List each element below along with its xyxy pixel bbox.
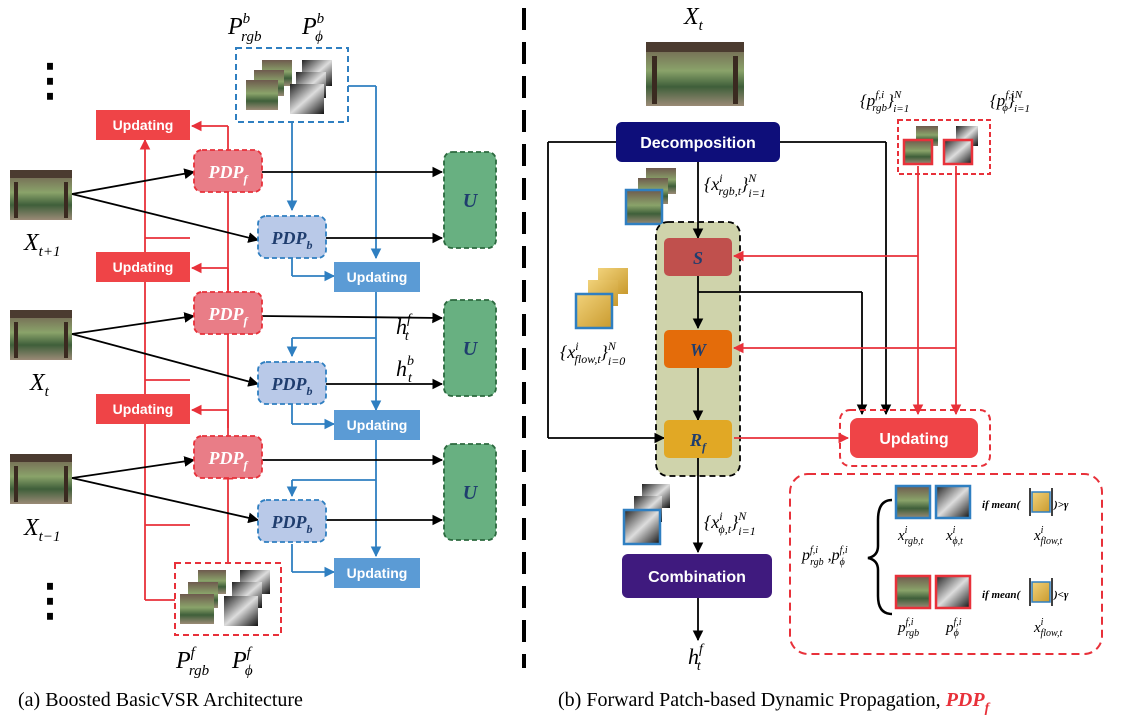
u-box-2: U (443, 299, 497, 397)
rf-block: Rf (664, 420, 732, 458)
updating-red-1: Updating (96, 110, 190, 140)
svg-text:S: S (693, 248, 703, 268)
updating-right-outline (839, 409, 991, 467)
pdpf-box-2: PDPf (193, 291, 263, 335)
patch-bottom-images (180, 570, 270, 626)
svg-text:Updating: Updating (879, 431, 948, 448)
pdpf-box-3: PDPf (193, 435, 263, 479)
svg-text:Decomposition: Decomposition (640, 135, 756, 152)
frame-label-t: Xt (29, 370, 50, 400)
updating-right-box: Updating (850, 418, 978, 458)
svg-text:W: W (690, 340, 708, 360)
svg-text:if mean(: if mean( (982, 499, 1022, 511)
svg-text:PDPb: PDPb (271, 512, 313, 536)
input-frame-label: Xt (683, 4, 704, 34)
pdpb-box-1: PDPb (257, 215, 327, 259)
svg-text:U: U (463, 482, 479, 504)
frame-label-t-minus-1: Xt−1 (23, 515, 60, 545)
svg-text:Rf: Rf (689, 430, 707, 454)
svg-text:PDPb: PDPb (271, 374, 313, 398)
updating-blue-1: Updating (334, 262, 420, 292)
svg-text:xiϕ,t: xiϕ,t (945, 525, 963, 547)
s-block: S (664, 238, 732, 276)
red-feedback-lines (139, 120, 234, 601)
caption-a: (a) Boosted BasicVSR Architecture (18, 689, 303, 711)
mask-patch-stack (622, 484, 670, 546)
updating-blue-3: Updating (334, 558, 420, 588)
svg-text:Updating: Updating (113, 401, 174, 417)
p-patch-box (897, 119, 991, 175)
patch-top-images (246, 60, 332, 114)
frame-thumbnail-t-minus-1 (10, 454, 72, 504)
detail-container (789, 473, 1103, 655)
svg-text:PDPf: PDPf (208, 162, 249, 186)
combination-box: Combination (622, 554, 772, 598)
svg-text:)>γ: )>γ (1053, 499, 1069, 511)
ellipsis-bottom: ⋮ (28, 576, 72, 625)
pdpb-box-2: PDPb (257, 361, 327, 405)
blue-flow-lines (286, 85, 382, 578)
svg-text:)<γ: )<γ (1053, 589, 1069, 601)
svg-text:Combination: Combination (648, 569, 746, 586)
pdpb-box-3: PDPb (257, 499, 327, 543)
svg-text:Updating: Updating (347, 417, 408, 433)
frame-label-t-plus-1: Xt+1 (23, 230, 60, 260)
svg-text:PDPb: PDPb (271, 228, 313, 252)
input-frame-thumbnail (646, 42, 744, 106)
svg-text:U: U (463, 338, 479, 360)
svg-text:PDPf: PDPf (208, 448, 249, 472)
svg-text:Updating: Updating (347, 565, 408, 581)
updating-red-3: Updating (96, 394, 190, 424)
frame-thumbnail-t (10, 310, 72, 360)
svg-text:pf,iϕ: pf,iϕ (945, 617, 962, 639)
ellipsis-top: ⋮ (28, 56, 72, 105)
u-box-3: U (443, 443, 497, 541)
updating-blue-2: Updating (334, 410, 420, 440)
updating-red-2: Updating (96, 252, 190, 282)
svg-text:PDPf: PDPf (208, 304, 249, 328)
detail-brace (867, 498, 893, 616)
svg-text:Updating: Updating (347, 269, 408, 285)
right-red-lines (732, 166, 962, 444)
svg-text:Updating: Updating (113, 259, 174, 275)
w-block: W (664, 330, 732, 368)
svg-text:Updating: Updating (113, 117, 174, 133)
right-black-lines (547, 141, 892, 642)
rgb-patch-stack (624, 168, 676, 226)
flow-patch-stack (574, 268, 628, 330)
frame-thumbnail-t-plus-1 (10, 170, 72, 220)
decomposition-box: Decomposition (616, 122, 780, 162)
p-patch-images (902, 126, 978, 166)
caption-b: (b) Forward Patch-based Dynamic Propagat… (558, 689, 991, 716)
u-box-1: U (443, 151, 497, 249)
svg-text:if mean(: if mean( (982, 589, 1022, 601)
svg-text:U: U (463, 190, 479, 212)
pdpf-box-1: PDPf (193, 149, 263, 193)
black-input-lines (71, 166, 444, 526)
